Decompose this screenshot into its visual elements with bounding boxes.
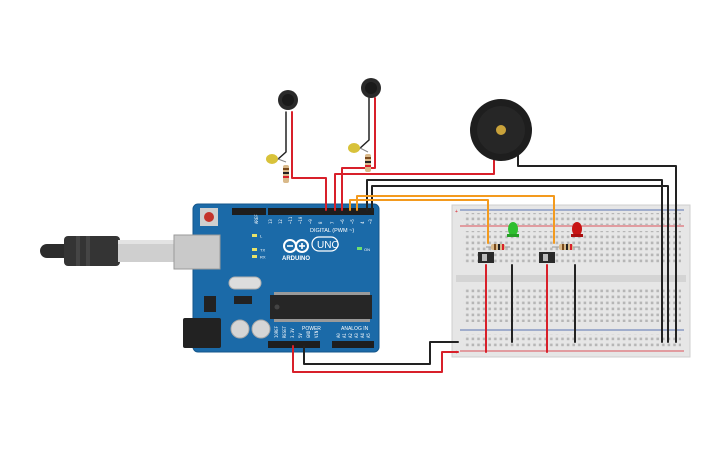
svg-text:12: 12 [278, 219, 283, 224]
resistor-icon[interactable] [486, 244, 510, 250]
analog-header [332, 341, 374, 348]
atmega-chip-icon [270, 292, 372, 322]
svg-text:~9: ~9 [308, 219, 313, 224]
led-l-indicator [252, 234, 257, 237]
svg-text:~5: ~5 [350, 219, 355, 224]
svg-text:7: 7 [330, 221, 335, 224]
capacitor-2 [251, 319, 271, 339]
slide-switch-icon[interactable] [478, 252, 494, 263]
uno-badge [311, 236, 339, 252]
usb-cable-icon[interactable] [40, 236, 178, 266]
resistor-icon[interactable] [365, 154, 371, 172]
svg-text:VIN: VIN [314, 330, 319, 338]
svg-text:AREF: AREF [254, 214, 259, 224]
vibration-motor-icon[interactable] [278, 90, 298, 110]
led-icon[interactable] [348, 143, 369, 153]
led-icon[interactable] [571, 222, 583, 237]
led-tx-label: TX [260, 248, 265, 253]
wires[interactable] [276, 97, 677, 373]
svg-text:4: 4 [360, 221, 365, 224]
wire-led-red[interactable] [356, 195, 555, 244]
digital-label: DIGITAL (PWM ~) [310, 228, 354, 234]
svg-text:A3: A3 [354, 333, 359, 338]
svg-text:A1: A1 [342, 333, 347, 338]
svg-text:3.3V: 3.3V [290, 328, 295, 338]
arduino-uno-board[interactable]: AREF 13 12 ~11 ~10 ~9 8 7 ~6 ~5 4 ~3 DIG… [173, 203, 380, 353]
svg-text:IOREF: IOREF [274, 325, 279, 338]
svg-text:GND: GND [306, 330, 311, 338]
power-led-indicator [357, 247, 362, 250]
wire-buzzer-signal[interactable] [334, 157, 495, 211]
on-label: ON [364, 247, 370, 252]
capacitor-1 [230, 319, 250, 339]
small-chip [234, 296, 252, 304]
power-pin-labels: IOREF RESET 3.3V 5V GND VIN A0 A1 A2 A3 … [274, 325, 371, 338]
svg-text:5V: 5V [298, 333, 303, 338]
wire-motor2-signal[interactable] [341, 97, 376, 211]
digital-header-left [232, 208, 266, 215]
svg-text:~10: ~10 [298, 216, 303, 224]
arduino-logo-icon [283, 239, 309, 253]
power-jack[interactable] [183, 318, 221, 348]
power-header [268, 341, 320, 348]
wire-gnd[interactable] [303, 341, 459, 365]
svg-text:RESET: RESET [282, 325, 287, 338]
led-icon[interactable] [266, 154, 287, 164]
led-rx-indicator [252, 255, 257, 258]
pin-labels: AREF 13 12 ~11 ~10 ~9 8 7 ~6 ~5 4 ~3 [254, 214, 373, 224]
led-icon[interactable] [507, 222, 519, 237]
analog-label: ANALOG IN [341, 326, 369, 332]
board-model: UNO [317, 240, 339, 251]
svg-text:8: 8 [318, 221, 323, 224]
digital-header-right [268, 208, 374, 215]
svg-text:~11: ~11 [288, 216, 293, 224]
wire-motor1-signal[interactable] [291, 111, 327, 211]
vibration-motor-icon[interactable] [361, 78, 381, 98]
led-rx-label: RX [260, 255, 266, 260]
board-brand: ARDUINO [282, 256, 310, 262]
wire-gnd-rail[interactable] [371, 185, 669, 343]
led-l-label: L [260, 234, 263, 239]
resistor-icon[interactable] [283, 165, 289, 183]
voltage-regulator-chip [204, 296, 216, 312]
usb-port[interactable] [173, 234, 221, 270]
wire-motor1-gnd[interactable] [276, 111, 287, 161]
led-tx-indicator [252, 248, 257, 251]
power-label: POWER [302, 326, 321, 332]
buzzer-icon[interactable] [470, 99, 532, 161]
svg-text:13: 13 [268, 219, 273, 224]
wire-5v[interactable] [292, 345, 459, 373]
rail-plus-top: + [455, 209, 458, 215]
wire-buzzer-neg[interactable] [517, 147, 677, 343]
svg-text:A5: A5 [366, 333, 371, 338]
crystal-oscillator [228, 276, 262, 290]
svg-text:~3: ~3 [368, 219, 373, 224]
svg-text:~6: ~6 [340, 219, 345, 224]
reset-button[interactable] [200, 208, 218, 226]
svg-text:A4: A4 [360, 333, 365, 338]
wire-led-green[interactable] [349, 199, 489, 244]
slide-switch-icon[interactable] [539, 252, 555, 263]
wire-motor2-gnd[interactable] [357, 97, 370, 151]
svg-text:A2: A2 [348, 333, 353, 338]
resistor-icon[interactable] [552, 244, 580, 250]
svg-text:A0: A0 [336, 333, 341, 338]
